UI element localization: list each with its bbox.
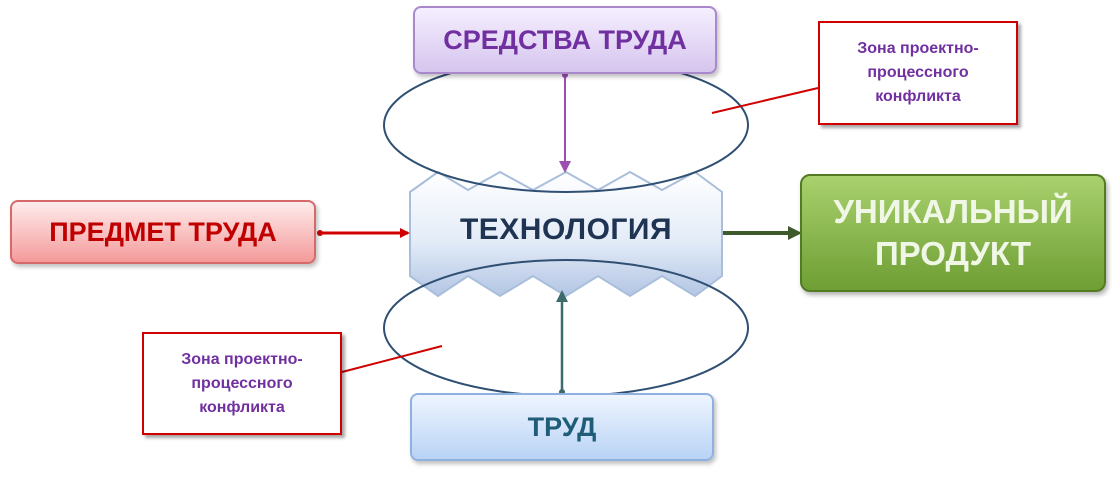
object-of-labor-box: ПРЕДМЕТ ТРУДА — [10, 200, 316, 264]
bottom-callout-line-2: процессного — [191, 374, 293, 392]
means-of-labor-box: СРЕДСТВА ТРУДА — [413, 6, 717, 74]
bottom-conflict-callout: Зона проектно- процессного конфликта — [142, 332, 342, 435]
technology-block — [409, 170, 723, 298]
top-conflict-callout: Зона проектно- процессного конфликта — [818, 21, 1018, 125]
object-of-labor-label: ПРЕДМЕТ ТРУДА — [49, 216, 277, 247]
top-callout-line-2: процессного — [867, 64, 969, 81]
labor-box: ТРУД — [410, 393, 714, 461]
means-of-labor-label: СРЕДСТВА ТРУДА — [443, 24, 687, 55]
bottom-callout-pointer — [341, 345, 443, 373]
unique-product-box: УНИКАЛЬНЫЙ ПРОДУКТ — [800, 174, 1106, 292]
technology-label-wrap: ТЕХНОЛОГИЯ — [420, 205, 712, 255]
bottom-callout-line-3: конфликта — [199, 398, 285, 416]
unique-product-line-2: ПРОДУКТ — [874, 235, 1032, 272]
labor-label: ТРУД — [527, 411, 597, 442]
bottom-callout-line-1: Зона проектно- — [181, 350, 303, 368]
technology-label: ТЕХНОЛОГИЯ — [459, 213, 673, 246]
top-callout-line-3: конфликта — [875, 88, 961, 105]
top-callout-pointer — [711, 87, 819, 114]
unique-product-line-1: УНИКАЛЬНЫЙ — [833, 193, 1073, 230]
top-callout-line-1: Зона проектно- — [857, 40, 979, 57]
